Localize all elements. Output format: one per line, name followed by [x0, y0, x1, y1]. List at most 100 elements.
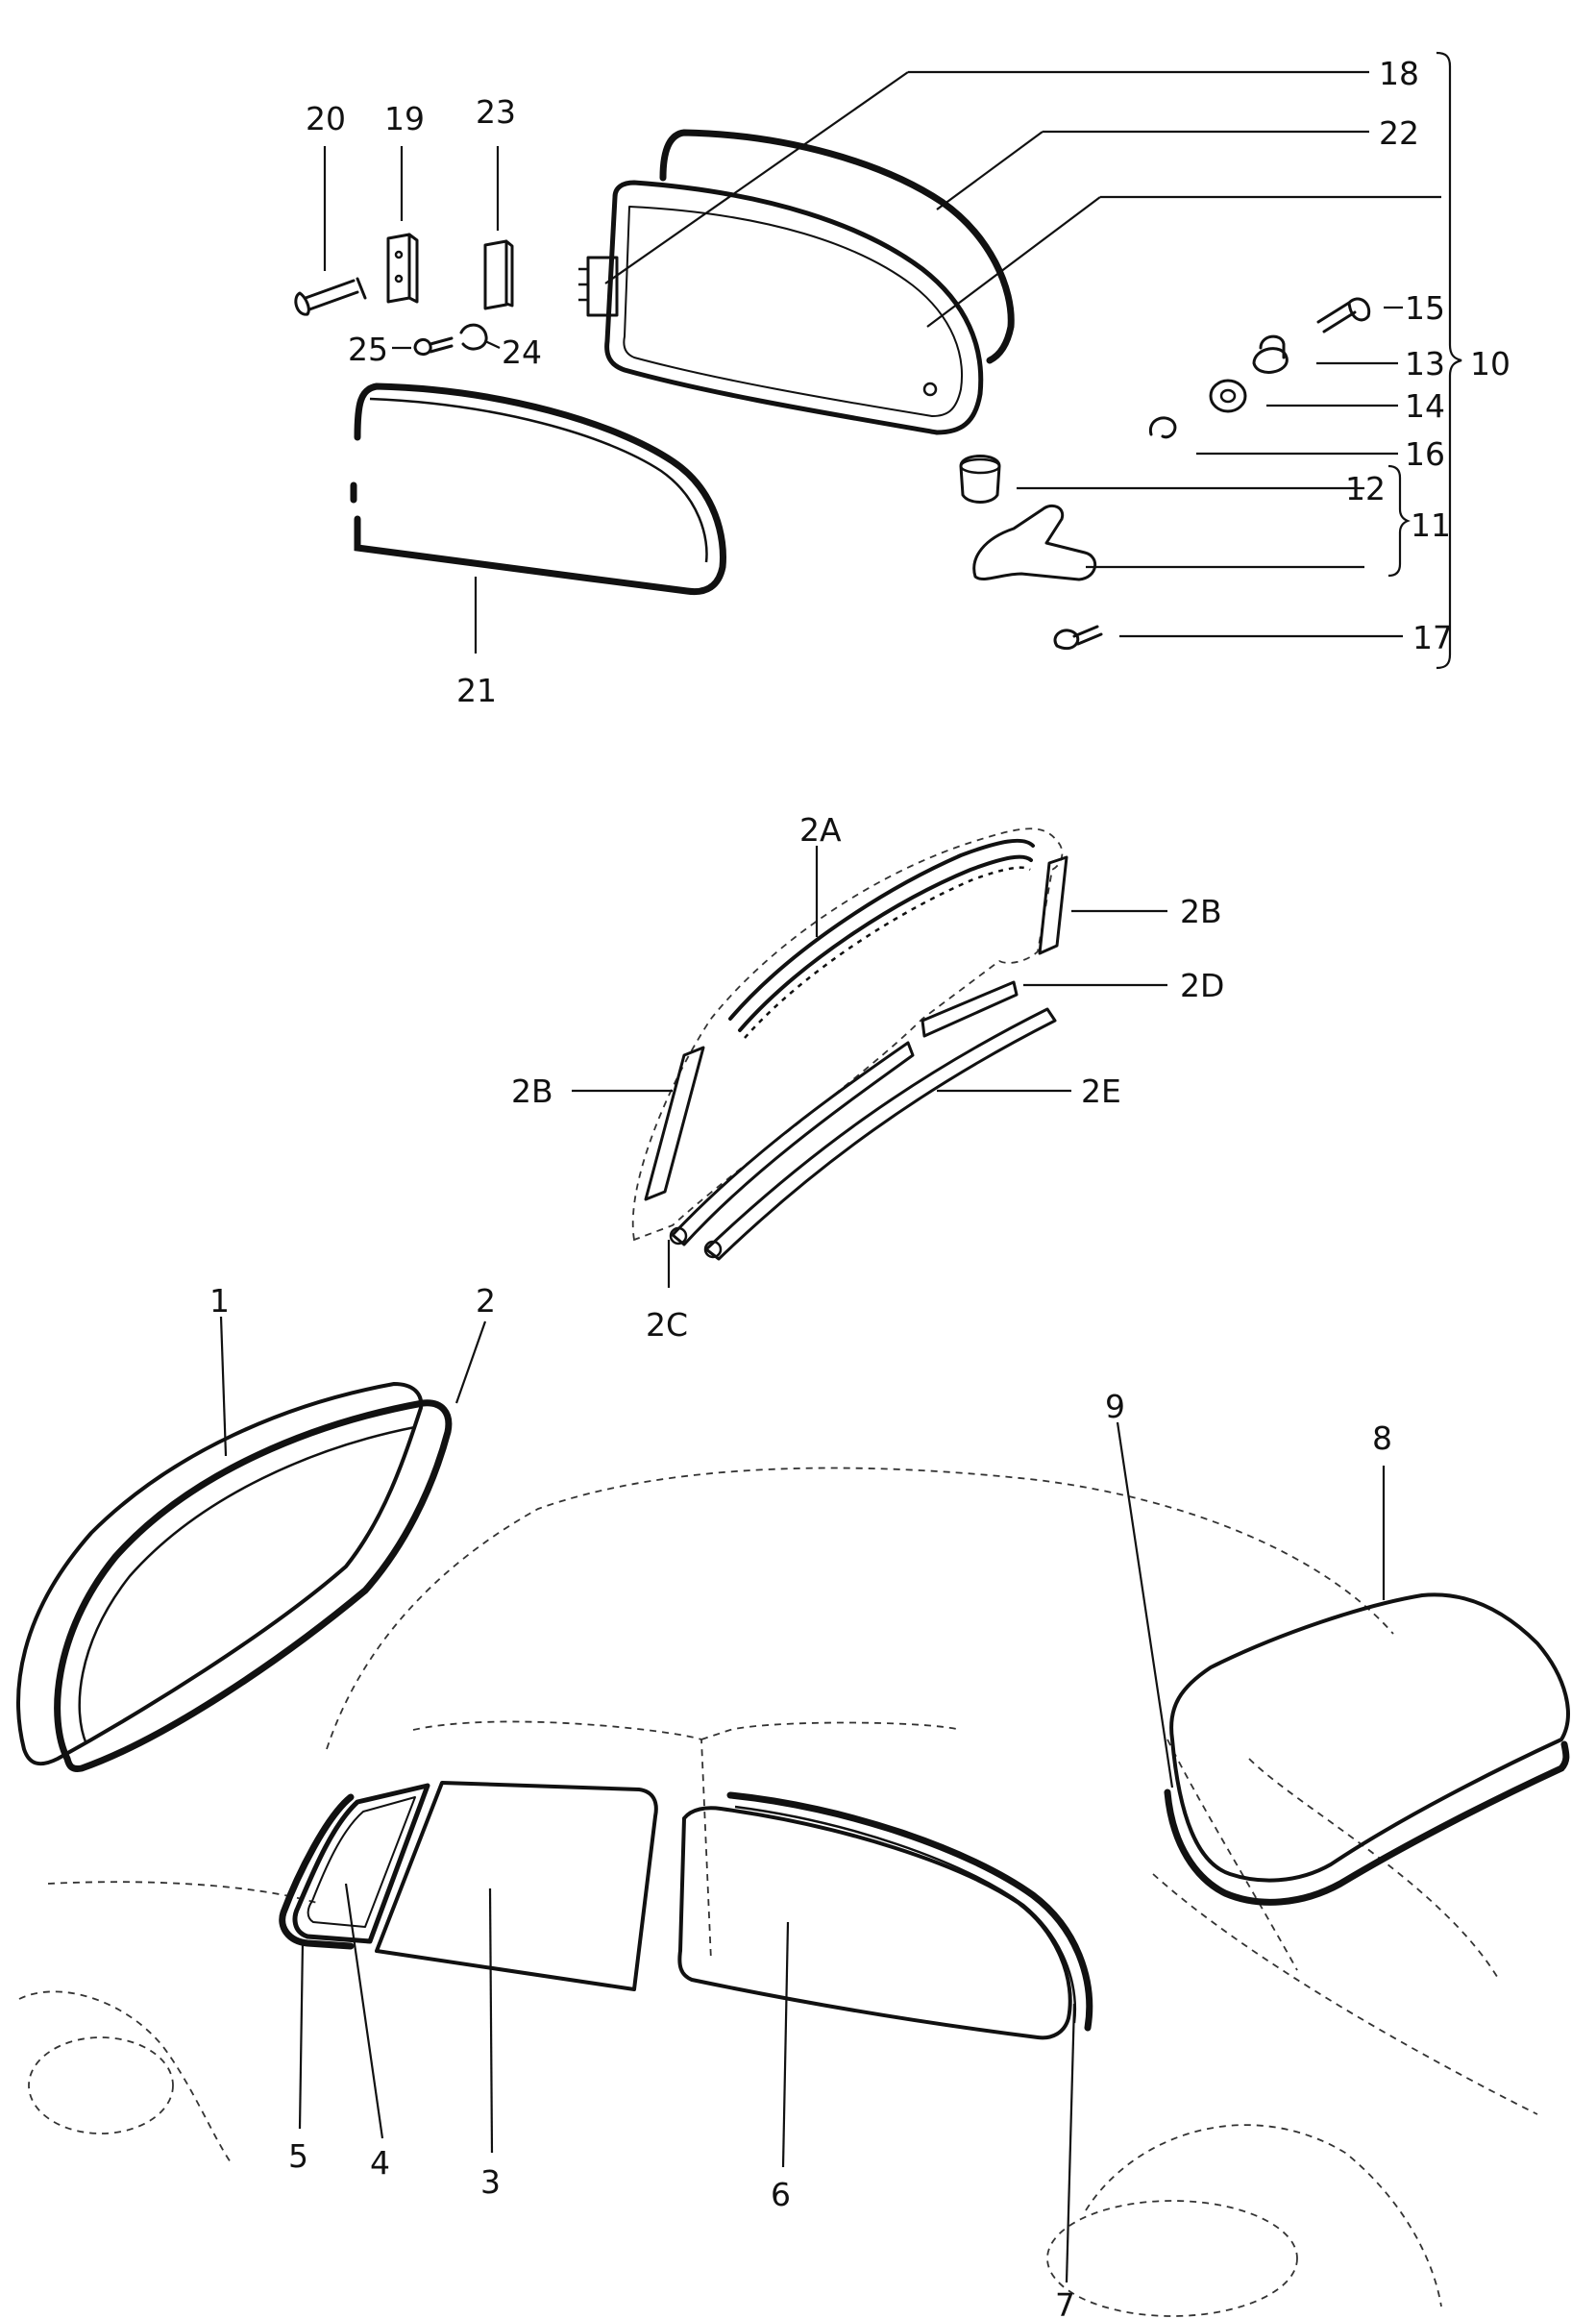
callout-20: 20: [306, 100, 346, 137]
car-wheel-rear: [1085, 2124, 1442, 2307]
seal-2C: [671, 1041, 915, 1246]
screw-20: [294, 277, 367, 316]
callout-2C: 2C: [646, 1306, 688, 1344]
car-rear-fender: [1166, 1739, 1500, 1981]
leader-glass: [926, 196, 1101, 328]
car-roofline: [326, 1467, 1394, 1750]
side-window-glass: [623, 206, 963, 417]
bracket-19-hole: [394, 250, 404, 259]
leader-1: [219, 1316, 228, 1457]
callout-5: 5: [288, 2137, 308, 2175]
seal-21-inner: [369, 397, 708, 563]
hubcap-front: [28, 2036, 174, 2134]
bracket-19-hole-2: [394, 274, 404, 284]
trim-strip-22: [659, 129, 1015, 364]
brace-11: [1387, 464, 1411, 578]
brace-10: [1436, 51, 1462, 670]
callout-11: 11: [1411, 506, 1451, 544]
leader-6: [781, 1921, 790, 2168]
grommet-13: [1252, 334, 1289, 374]
callout-6: 6: [771, 2176, 791, 2213]
callout-15: 15: [1405, 289, 1445, 327]
hinge-18-teeth: [578, 267, 588, 302]
seal-2-outline: [631, 827, 1064, 1242]
washer-14: [1209, 379, 1247, 413]
callout-1: 1: [209, 1282, 230, 1320]
plate-23: [483, 239, 514, 310]
hinge-18: [586, 256, 619, 317]
callout-10: 10: [1470, 345, 1510, 382]
windshield-seal-2: [54, 1399, 453, 1772]
leader-18: [604, 71, 909, 284]
seal-2B-right: [1038, 855, 1068, 955]
seal-2B-left: [644, 1046, 705, 1201]
seal-2A: [728, 838, 1035, 1032]
seal-2E: [704, 1007, 1057, 1261]
callout-21: 21: [456, 672, 497, 709]
callout-17: 17: [1412, 619, 1453, 656]
side-window-frame: [604, 180, 984, 435]
vent-frame-4: [292, 1783, 430, 1944]
car-door-line: [412, 1720, 962, 1961]
car-wheel-front: [18, 1990, 232, 2163]
cap-12-top: [959, 457, 1001, 475]
callout-2: 2: [476, 1282, 496, 1320]
callout-25: 25: [348, 331, 388, 368]
vent-glass-4: [307, 1796, 416, 1928]
rear-side-glass-6: [677, 1806, 1072, 2040]
callout-2D: 2D: [1180, 967, 1224, 1004]
leader-4: [344, 1883, 384, 2139]
callout-2B-left: 2B: [511, 1073, 553, 1110]
callout-2E: 2E: [1081, 1073, 1121, 1110]
callout-8: 8: [1372, 1419, 1392, 1457]
callout-23: 23: [476, 93, 516, 131]
seal-21: [354, 382, 726, 596]
clip-24: [459, 323, 488, 351]
seal-2C-end: [669, 1226, 688, 1246]
callout-2A: 2A: [799, 811, 842, 849]
leader-5: [298, 1940, 305, 2130]
washer-14-hole: [1219, 388, 1237, 404]
bracket-19: [386, 233, 419, 304]
leader-7: [1065, 2003, 1076, 2283]
callout-14: 14: [1405, 387, 1445, 425]
callout-2B-right: 2B: [1180, 893, 1222, 930]
screw-17: [1053, 625, 1103, 651]
seal-2E-end: [703, 1240, 723, 1259]
windshield-seal-2-inner: [78, 1425, 416, 1745]
vent-seal-5: [279, 1793, 355, 1950]
windshield-1: [16, 1382, 424, 1766]
callout-4: 4: [370, 2144, 390, 2182]
rear-window-seal-9: [1164, 1740, 1570, 1906]
leader-9: [1116, 1421, 1174, 1789]
cap-12: [959, 455, 1001, 504]
callout-19: 19: [384, 100, 425, 137]
callout-22: 22: [1379, 114, 1419, 152]
hinge-11: [972, 504, 1096, 581]
screw-15: [1316, 297, 1371, 333]
leader-24: [484, 340, 501, 349]
car-beltline: [47, 1873, 1538, 2115]
seal-2A-teeth: [744, 866, 1031, 1039]
callout-24: 24: [502, 333, 542, 371]
door-glass-3: [375, 1781, 658, 1991]
callout-16: 16: [1405, 435, 1445, 473]
callout-12: 12: [1345, 470, 1386, 507]
screw-25: [413, 336, 454, 356]
window-hole: [922, 382, 938, 397]
callout-13: 13: [1405, 345, 1445, 382]
leader-3: [488, 1887, 494, 2154]
callout-3: 3: [480, 2163, 501, 2201]
rear-window-8: [1169, 1592, 1570, 1883]
leader-22: [936, 131, 1044, 210]
callout-7: 7: [1055, 2286, 1075, 2319]
callout-18: 18: [1379, 55, 1419, 92]
rear-side-seal-7-inner: [734, 1805, 1076, 2024]
leader-2: [454, 1320, 487, 1404]
rear-side-seal-7: [726, 1791, 1093, 2032]
hubcap-rear: [1046, 2200, 1298, 2317]
callout-9: 9: [1105, 1388, 1125, 1425]
seal-2D: [921, 980, 1019, 1038]
